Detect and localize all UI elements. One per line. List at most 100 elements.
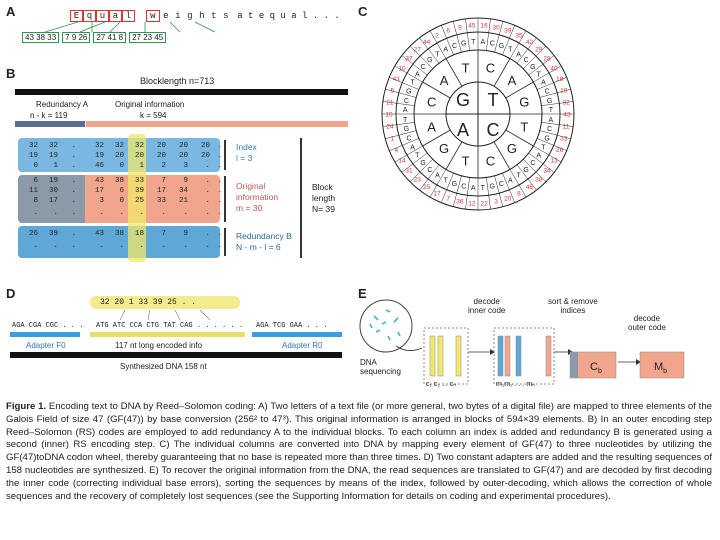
adapter-f-bar <box>10 332 80 337</box>
gf-number-box: 43 38 33 <box>22 32 60 43</box>
ring3-divider <box>419 164 440 191</box>
center-base: A <box>457 120 469 140</box>
grid-cell: . <box>99 209 104 217</box>
ring3-divider <box>528 152 555 173</box>
outer-number: 8 <box>517 191 521 198</box>
grid-cell: 32 <box>114 142 124 150</box>
outer-number: 5 <box>390 87 394 94</box>
figure-number: Figure 1. <box>6 401 47 412</box>
grid-cell: 17 <box>48 197 58 205</box>
grid-cell: 9 <box>183 177 188 185</box>
ring3-base: G <box>461 40 466 47</box>
outer-number: 33 <box>560 136 568 143</box>
letter: t <box>211 11 217 21</box>
grid-cell: 39 <box>134 187 144 195</box>
grid-cell: 1 <box>139 162 144 170</box>
grid-cell: 39 <box>48 230 58 238</box>
outer-number: 21 <box>386 99 394 106</box>
grid-cell: . <box>161 209 166 217</box>
ring3-base: T <box>471 39 476 46</box>
ring3-divider <box>389 77 419 90</box>
grid-cell: . <box>71 187 76 195</box>
grid-cell: 17 <box>94 187 104 195</box>
outer-number: 28 <box>543 55 551 62</box>
ring3-base: C <box>452 43 457 50</box>
ring3-divider <box>509 30 527 59</box>
ring3-divider <box>385 130 417 140</box>
ring3-divider <box>523 45 547 69</box>
mb-label: Mb <box>654 361 668 376</box>
ring3-divider <box>394 145 423 163</box>
column-highlight <box>128 134 146 262</box>
adapter-r-label: Adapter R0 <box>282 341 323 350</box>
ring3-divider <box>382 101 415 106</box>
grid-cell: 3 <box>99 197 104 205</box>
ring3-divider <box>537 77 567 90</box>
ring3-divider <box>465 18 470 51</box>
block-length-bracket <box>300 138 302 258</box>
block-label: Block <box>312 182 333 192</box>
letter-box: l <box>122 10 135 22</box>
grid-cell: . <box>71 162 76 170</box>
block-label2: length <box>312 193 336 203</box>
grid-cell: . <box>217 187 222 195</box>
grid-cell: . <box>217 197 222 205</box>
outer-number: 40 <box>550 65 558 72</box>
ring3-divider <box>539 130 571 140</box>
panel-d-label: D <box>6 286 16 301</box>
ring3-divider <box>429 169 447 198</box>
grid-cell: 7 <box>161 230 166 238</box>
ring3-base: G <box>547 98 552 105</box>
ring3-base: G <box>420 160 425 167</box>
center-base: T <box>488 90 499 110</box>
ring3-base: A <box>536 153 541 160</box>
grid-cell: 19 <box>28 152 38 160</box>
ring3-divider <box>528 55 555 76</box>
decode-outer-label: decode outer code <box>628 314 666 332</box>
grid-cell: . <box>71 230 76 238</box>
grid-cell: 34 <box>178 187 188 195</box>
outer-number: 11 <box>563 124 570 131</box>
ring3-divider <box>409 159 433 183</box>
ring3-divider <box>385 88 417 98</box>
ring3-divider <box>401 55 428 76</box>
grid-cell: . <box>139 209 144 217</box>
ring3-base: C <box>427 167 432 174</box>
ring3-base: C <box>545 89 550 96</box>
outer-number: 6 <box>446 28 450 35</box>
ring3-base: C <box>499 181 504 188</box>
ring3-base: C <box>406 135 411 142</box>
grid-cell: 18 <box>134 230 144 238</box>
outer-number: 46 <box>526 184 534 191</box>
dna-seq-label: DNA sequencing <box>360 358 401 376</box>
index-band <box>18 138 220 172</box>
ring2-base: G <box>439 141 449 156</box>
grid-cell: 26 <box>28 230 38 238</box>
grid-cell: . <box>119 242 124 250</box>
gf-number-box: 27 23 45 <box>129 32 167 43</box>
ring3-base: G <box>499 43 504 50</box>
original-bracket <box>224 176 226 222</box>
ring3-base: C <box>421 64 426 71</box>
letter: s <box>223 11 229 21</box>
grid-cell: 25 <box>134 197 144 205</box>
ring3-divider <box>401 152 428 173</box>
grid-cell: 20 <box>200 142 210 150</box>
ring3-divider <box>389 138 419 151</box>
redundancy-a-block <box>18 175 85 223</box>
letter: g <box>187 11 193 21</box>
ring3-base: T <box>549 107 554 114</box>
adapter-r-bar <box>252 332 342 337</box>
grid-cell: 20 <box>114 152 124 160</box>
grid-cell: . <box>217 177 222 185</box>
grid-cell: 32 <box>94 142 104 150</box>
ring3-base: G <box>523 167 528 174</box>
panel-e-diagram <box>359 299 685 385</box>
grid-cell: 3 <box>183 162 188 170</box>
center-base: C <box>487 120 500 140</box>
letter-box: a <box>109 10 122 22</box>
ring3-base: G <box>490 184 495 191</box>
letter: h <box>199 11 205 21</box>
encoded-label: 117 nt long encoded info <box>115 341 203 350</box>
